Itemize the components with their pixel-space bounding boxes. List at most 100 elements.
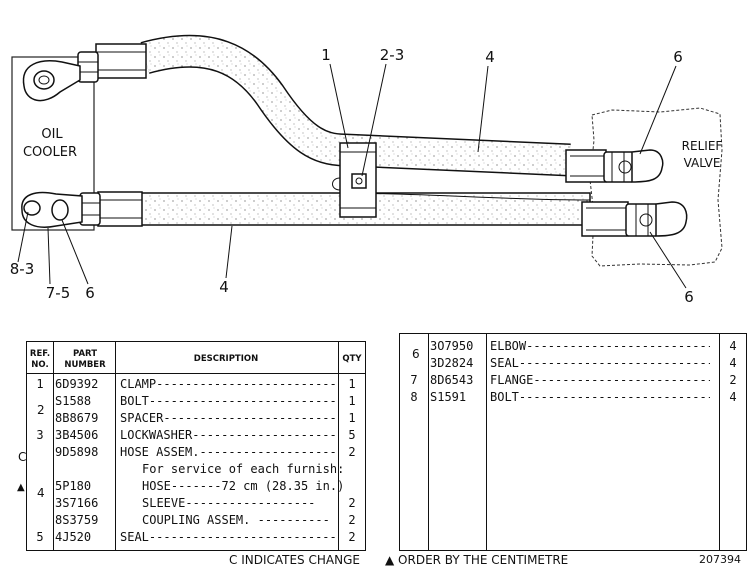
oil-cooler-label-1: OIL [41, 127, 63, 142]
upper-left-nut [77, 51, 99, 83]
table-row: 3D2824 SEAL------------------------------… [400, 355, 746, 372]
row-part-number: 9D5898 [55, 445, 99, 459]
header-part-number-1: PART [73, 349, 97, 359]
change-note: C INDICATES CHANGE [229, 553, 360, 567]
row-ref-no: 3 [36, 428, 44, 442]
table-row: 9D5898 HOSE ASSEM.------------------- 2 [27, 444, 365, 461]
row-ref-no: 7 [410, 373, 418, 387]
order-note: ▲ ORDER BY THE CENTIMETRE [385, 553, 569, 567]
table-row: 3 3B4506 LOCKWASHER-------------------- 5 [27, 427, 365, 444]
table-row: 3O7950 ELBOW-----------------------------… [400, 338, 746, 355]
header-part-number-2: NUMBER [64, 360, 106, 370]
upper-left-flange [22, 60, 81, 102]
row-description: FLANGE---------------------------- [490, 373, 710, 387]
row-qty: 2 [348, 513, 356, 527]
lower-right-elbow [655, 201, 688, 237]
lower-left-sleeve [97, 191, 143, 227]
row-ref-no: 1 [36, 377, 44, 391]
table-row: 5P180 HOSE-------72 cm (28.35 in.) [27, 478, 365, 495]
table-row: 8 S1591 BOLT------------------------------… [400, 389, 746, 406]
row-description: SEAL-------------------------- [120, 530, 335, 544]
upper-left-sleeve [95, 43, 147, 79]
change-mark: C [18, 450, 27, 464]
row-description: HOSE ASSEM.------------------- [120, 445, 335, 459]
lower-left-nut [79, 192, 101, 226]
row-qty: 2 [348, 530, 356, 544]
row-description: SPACER------------------------ [120, 411, 335, 425]
row-description: CLAMP------------------------- [120, 377, 335, 391]
row-description: LOCKWASHER-------------------- [120, 428, 335, 442]
row-description: SEAL------------------------------ [490, 356, 710, 370]
row-description: BOLT-------------------------- [120, 394, 335, 408]
table-row: 5 4J520 SEAL-------------------------- 2 [27, 529, 365, 546]
table-header: REF. NO. PART NUMBER DESCRIPTION QTY [27, 342, 365, 374]
row-part-number: 3O7950 [430, 339, 474, 353]
row-description: ELBOW----------------------------- [490, 339, 710, 353]
row-description: SLEEVE------------------ [142, 496, 316, 510]
relief-valve-label-1: RELIEF [682, 139, 723, 153]
parts-diagram: OIL COOLER RELIEF VALVE 1 2-3 4 [10, 34, 723, 306]
row-qty: 4 [729, 356, 737, 370]
table-row: S1588 BOLT-------------------------- 1 [27, 393, 365, 410]
callout-7-5: 7-5 [46, 284, 71, 302]
relief-valve-label-2: VALVE [684, 156, 721, 170]
row-part-number: 3S7166 [55, 496, 99, 510]
callout-6-left: 6 [85, 284, 95, 302]
row-description: HOSE-------72 cm (28.35 in.) [142, 479, 345, 493]
row-qty: 5 [348, 428, 356, 442]
row-part-number: 5P180 [55, 479, 92, 493]
row-part-number: 4J520 [55, 530, 92, 544]
parts-table-right: 3O7950 ELBOW-----------------------------… [399, 333, 747, 551]
table-row: 3S7166 SLEEVE------------------ 2 [27, 495, 365, 512]
callout-6-top: 6 [673, 48, 683, 66]
row-description: BOLT------------------------------ [490, 390, 710, 404]
row-description: For service of each furnish: [142, 462, 345, 476]
bracket-ref-2: 2 [37, 403, 45, 417]
callout-8-3: 8-3 [10, 260, 35, 278]
callout-4-bottom: 4 [219, 278, 229, 296]
row-qty: 4 [729, 390, 737, 404]
table-row: 1 6D9392 CLAMP------------------------- 1 [27, 376, 365, 393]
oil-cooler-outline [11, 56, 95, 231]
row-qty: 1 [348, 411, 356, 425]
upper-right-sleeve [565, 149, 607, 183]
header-description: DESCRIPTION [193, 354, 259, 364]
row-qty: 4 [729, 339, 737, 353]
callout-1: 1 [321, 46, 331, 64]
row-qty: 2 [348, 445, 356, 459]
figure-number: 207394 [699, 553, 741, 566]
relief-valve-outline [589, 107, 723, 267]
row-qty: 2 [729, 373, 737, 387]
callout-2-3: 2-3 [380, 46, 405, 64]
callout-4-top: 4 [485, 48, 495, 66]
row-ref-no: 8 [410, 390, 418, 404]
table-row: 7 8D6543 FLANGE---------------------------… [400, 372, 746, 389]
row-part-number: S1588 [55, 394, 92, 408]
upper-right-elbow [631, 149, 664, 183]
row-description: COUPLING ASSEM. ---------- [142, 513, 330, 527]
header-ref-no-2: NO. [31, 360, 49, 370]
row-part-number: 6D9392 [55, 377, 99, 391]
row-qty: 1 [348, 394, 356, 408]
table-row: 8B8679 SPACER------------------------ 1 [27, 410, 365, 427]
bracket-ref-4: 4 [37, 486, 45, 500]
parts-table-left: REF. NO. PART NUMBER DESCRIPTION QTY 1 6D… [26, 341, 366, 551]
row-qty: 2 [348, 496, 356, 510]
row-part-number: 3B4506 [55, 428, 99, 442]
table-row: For service of each furnish: [27, 461, 365, 478]
row-part-number: 3D2824 [430, 356, 474, 370]
row-part-number: S1591 [430, 390, 467, 404]
oil-cooler-label-2: COOLER [23, 145, 77, 160]
row-ref-no: 5 [36, 530, 44, 544]
order-mark: ▲ [17, 482, 25, 493]
row-part-number: 8S3759 [55, 513, 99, 527]
callout-6-bottom: 6 [684, 288, 694, 306]
bracket-ref-6: 6 [412, 347, 420, 361]
header-ref-no-1: REF. [29, 349, 51, 359]
row-part-number: 8B8679 [55, 411, 99, 425]
table-row: 8S3759 COUPLING ASSEM. ---------- 2 [27, 512, 365, 529]
row-qty: 1 [348, 377, 356, 391]
row-part-number: 8D6543 [430, 373, 474, 387]
header-qty: QTY [342, 354, 362, 364]
lower-right-sleeve [581, 201, 629, 237]
